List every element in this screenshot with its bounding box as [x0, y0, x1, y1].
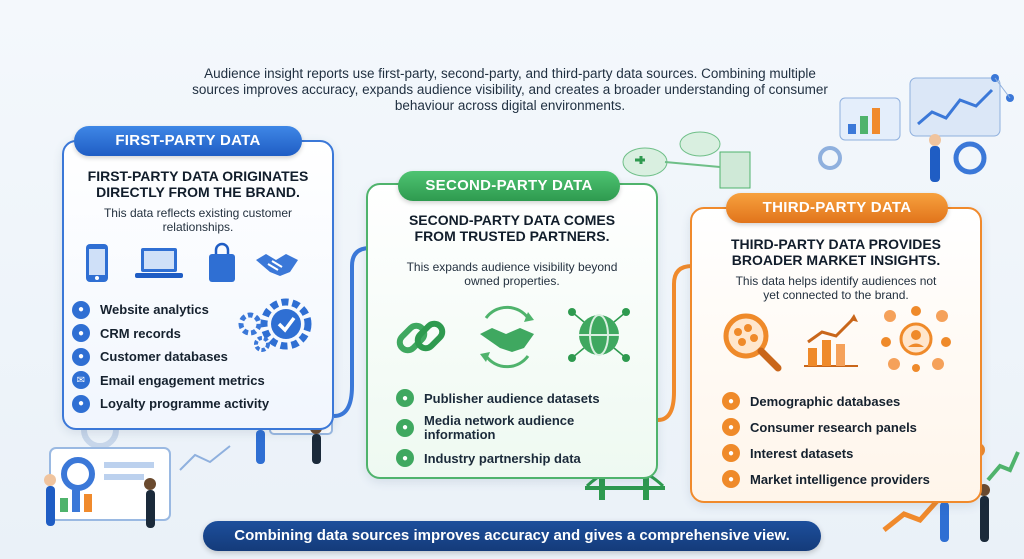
- magnifier-people-icon: [723, 313, 782, 372]
- shopping-bag-icon: [209, 242, 235, 282]
- list-item: ✉Email engagement metrics: [72, 369, 269, 393]
- location-icon: ●: [72, 394, 90, 413]
- first-party-subtext: This data reflects existing customer rel…: [66, 206, 330, 234]
- handshake-icon: [480, 305, 534, 369]
- list-item: ●Customer databases: [72, 345, 269, 369]
- third-party-list: ●Demographic databases ●Consumer researc…: [722, 388, 930, 492]
- intelligence-icon: ●: [722, 470, 740, 488]
- laptop-icon: [135, 248, 183, 278]
- list-item: ●Demographic databases: [722, 388, 930, 414]
- analytics-icon: ●: [72, 300, 90, 319]
- users-icon: ●: [72, 347, 90, 366]
- globe-icon: ●: [396, 419, 414, 437]
- research-icon: ●: [722, 418, 740, 436]
- third-party-sub-line2: yet connected to the brand.: [763, 288, 909, 302]
- list-item: ●Interest datasets: [722, 440, 930, 466]
- list-item: ●Publisher audience datasets: [396, 388, 600, 408]
- list-item: ●Website analytics: [72, 298, 269, 322]
- third-party-label: THIRD-PARTY DATA: [726, 193, 948, 223]
- demographics-icon: ●: [722, 392, 740, 410]
- first-party-heading: FIRST-PARTY DATA ORIGINATES DIRECTLY FRO…: [66, 168, 330, 200]
- crm-icon: ●: [72, 324, 90, 343]
- smartphone-icon: [86, 244, 108, 282]
- handshake-icon: [256, 254, 298, 276]
- first-party-panel: [62, 140, 334, 430]
- cloud-network-illustration: [622, 131, 751, 189]
- footer-banner: Combining data sources improves accuracy…: [203, 521, 821, 551]
- bar-chart-icon: [804, 314, 858, 367]
- list-item: ●Loyalty programme activity: [72, 392, 269, 416]
- list-item: ●Industry partnership data: [396, 448, 600, 468]
- third-party-heading-line1: THIRD-PARTY DATA PROVIDES: [730, 236, 941, 252]
- first-party-heading-line2: DIRECTLY FROM THE BRAND.: [96, 184, 300, 200]
- second-party-subtext: This expands audience visibility beyond …: [370, 260, 654, 288]
- database-icon: ●: [396, 389, 414, 407]
- email-icon: ✉: [72, 371, 90, 390]
- list-item: ●Market intelligence providers: [722, 466, 930, 492]
- third-party-sub-line1: This data helps identify audiences not: [735, 274, 937, 288]
- second-party-sub-line2: owned properties.: [464, 274, 560, 288]
- globe-icon: ●: [396, 449, 414, 467]
- second-party-heading-line1: SECOND-PARTY DATA COMES: [408, 212, 616, 228]
- gear-check-icon: [238, 298, 312, 352]
- third-party-heading-line2: BROADER MARKET INSIGHTS.: [731, 252, 941, 268]
- second-party-heading-line2: FROM TRUSTED PARTNERS.: [414, 228, 610, 244]
- intro-text: Audience insight reports use first-party…: [192, 66, 828, 113]
- first-party-heading-line1: FIRST-PARTY DATA ORIGINATES: [87, 168, 309, 184]
- first-party-sub-line1: This data reflects existing customer: [103, 206, 293, 220]
- second-party-label: SECOND-PARTY DATA: [398, 171, 620, 201]
- third-party-subtext: This data helps identify audiences not y…: [694, 274, 978, 302]
- interest-icon: ●: [722, 444, 740, 462]
- list-item: ●CRM records: [72, 322, 269, 346]
- chain-link-icon: [396, 320, 446, 354]
- top-right-dashboard-illustration: [818, 74, 1014, 182]
- people-network-icon: [881, 306, 951, 372]
- third-party-heading: THIRD-PARTY DATA PROVIDES BROADER MARKET…: [694, 236, 978, 268]
- second-party-sub-line1: This expands audience visibility beyond: [406, 260, 618, 274]
- first-party-sub-line2: relationships.: [162, 220, 234, 234]
- globe-network-icon: [568, 308, 630, 362]
- first-party-list: ●Website analytics ●CRM records ●Custome…: [72, 298, 269, 416]
- second-party-heading: SECOND-PARTY DATA COMES FROM TRUSTED PAR…: [370, 212, 654, 244]
- list-item: ●Consumer research panels: [722, 414, 930, 440]
- first-party-label: FIRST-PARTY DATA: [74, 126, 302, 156]
- second-party-list: ●Publisher audience datasets ● Media net…: [396, 388, 600, 468]
